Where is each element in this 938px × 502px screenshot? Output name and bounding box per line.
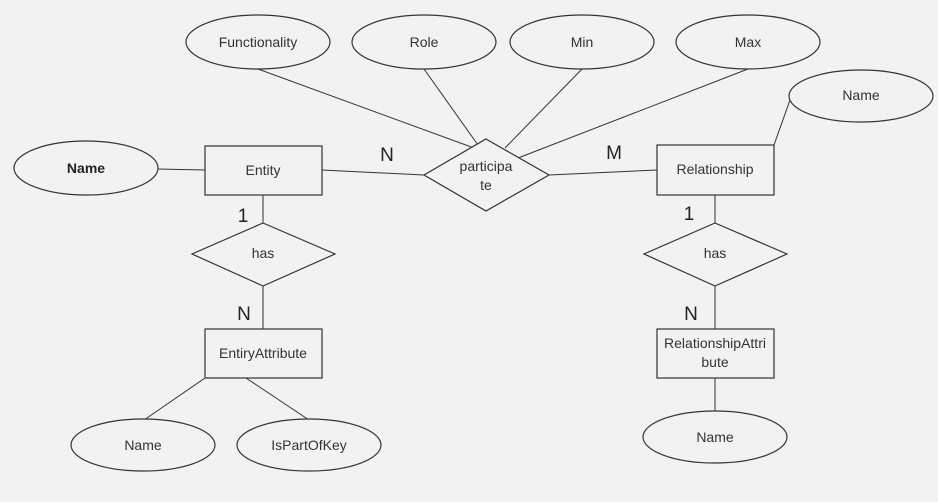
participate-label-line1: participa <box>460 158 513 174</box>
attribute-entity-name[interactable]: Name <box>13 140 159 196</box>
cardinality-relationship-has: 1 <box>684 204 695 225</box>
line-role-participate <box>423 68 479 146</box>
cardinality-relationship-participate: M <box>606 143 622 164</box>
attribute-entityattribute-name-label: Name <box>124 437 162 453</box>
entity-box[interactable]: Entity <box>204 145 323 196</box>
entity-box-label: Entity <box>245 162 280 178</box>
line-entityattribute-ispartofkey <box>245 377 310 421</box>
cardinality-entity-has: 1 <box>238 206 249 227</box>
line-participate-relationship <box>548 169 658 176</box>
entity-attribute-box[interactable]: EntiryAttribute <box>204 328 323 379</box>
has-right-label: has <box>704 245 727 261</box>
attribute-role[interactable]: Role <box>351 14 497 70</box>
attribute-relationshipattribute-name[interactable]: Name <box>642 410 788 464</box>
relationship-attribute-box-label-line2: bute <box>701 354 728 370</box>
cardinality-entity-participate: N <box>380 145 394 166</box>
cardinality-has-entityattribute: N <box>237 304 251 325</box>
line-functionality-participate <box>257 68 475 149</box>
attribute-entityattribute-name[interactable]: Name <box>70 418 216 472</box>
connector-lines <box>143 68 791 421</box>
line-relationship-name <box>773 99 791 146</box>
line-entityattribute-name <box>143 377 206 421</box>
attribute-functionality-label: Functionality <box>219 34 298 50</box>
line-min-participate <box>504 68 583 149</box>
attribute-functionality[interactable]: Functionality <box>185 14 331 70</box>
attribute-entity-name-label: Name <box>67 160 105 176</box>
attribute-max-label: Max <box>735 34 761 50</box>
cardinality-has-relationshipattribute: N <box>684 304 698 325</box>
line-name-entity <box>156 168 206 171</box>
attribute-min-label: Min <box>571 34 594 50</box>
attribute-ispartofkey[interactable]: IsPartOfKey <box>236 418 382 472</box>
attribute-max[interactable]: Max <box>675 14 821 70</box>
relationship-attribute-box-label-line1: RelationshipAttri <box>664 335 766 351</box>
relationship-box[interactable]: Relationship <box>656 144 775 196</box>
attribute-relationshipattribute-name-label: Name <box>696 429 734 445</box>
participate-diamond[interactable]: participa te <box>422 138 551 212</box>
has-left-label: has <box>252 245 275 261</box>
attribute-relationship-name[interactable]: Name <box>788 69 934 123</box>
participate-label-line2: te <box>480 177 492 193</box>
has-diamond-right[interactable]: has <box>642 222 789 287</box>
line-entity-participate <box>321 169 425 176</box>
has-diamond-left[interactable]: has <box>190 222 337 287</box>
attribute-role-label: Role <box>410 34 439 50</box>
relationship-attribute-box[interactable]: RelationshipAttri bute <box>656 328 775 379</box>
attribute-relationship-name-label: Name <box>842 87 880 103</box>
entity-attribute-box-label: EntiryAttribute <box>219 345 307 361</box>
relationship-box-label: Relationship <box>676 161 753 177</box>
line-max-participate <box>517 68 749 159</box>
attribute-min[interactable]: Min <box>509 14 655 70</box>
attribute-ispartofkey-label: IsPartOfKey <box>271 437 346 453</box>
